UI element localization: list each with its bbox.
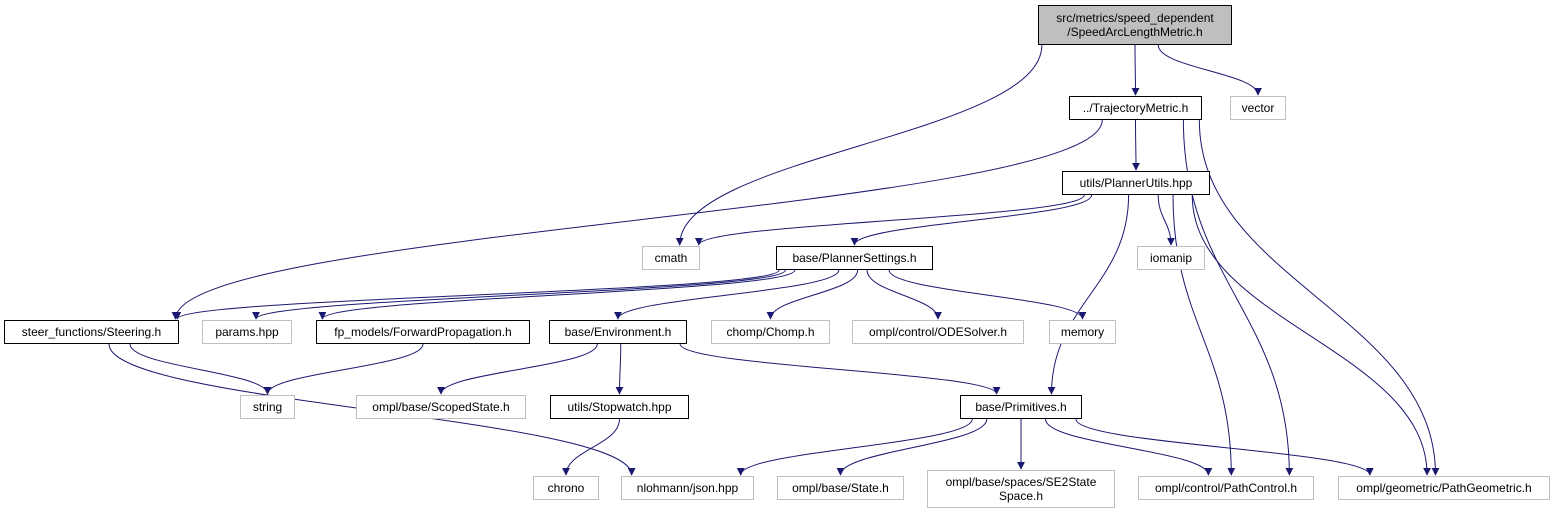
edge-planner-utils-to-path-geometric <box>1191 194 1432 476</box>
node-path-geometric[interactable]: ompl/geometric/PathGeometric.h <box>1338 476 1550 500</box>
edge-environment-to-primitives <box>679 343 1001 395</box>
edge-trajectory-metric-to-planner-utils <box>1131 119 1140 171</box>
node-iomanip[interactable]: iomanip <box>1137 246 1205 270</box>
node-json[interactable]: nlohmann/json.hpp <box>621 476 754 500</box>
node-string[interactable]: string <box>240 395 295 419</box>
edge-steering-to-string <box>129 343 272 395</box>
node-primitives[interactable]: base/Primitives.h <box>960 395 1082 419</box>
edge-environment-to-stopwatch <box>615 343 624 395</box>
edge-primitives-to-json <box>736 418 973 476</box>
node-chrono[interactable]: chrono <box>533 476 599 500</box>
edge-environment-to-scoped-state <box>437 343 598 395</box>
edge-planner-utils-to-cmath <box>694 194 1085 246</box>
node-vector[interactable]: vector <box>1230 96 1286 120</box>
node-trajectory-metric[interactable]: ../TrajectoryMetric.h <box>1069 96 1202 120</box>
node-cmath[interactable]: cmath <box>642 246 700 270</box>
edge-planner-settings-to-memory <box>888 269 1087 320</box>
edge-planner-utils-to-primitives <box>1047 194 1130 395</box>
edge-planner-settings-to-chomp <box>766 269 859 320</box>
edge-trajectory-metric-to-steering <box>171 119 1103 320</box>
edge-primitives-to-state <box>836 418 988 476</box>
edge-trajectory-metric-to-path-geometric <box>1198 119 1440 476</box>
node-params[interactable]: params.hpp <box>202 320 292 344</box>
edge-planner-settings-to-params <box>252 269 786 320</box>
edge-stopwatch-to-chrono <box>562 418 620 476</box>
edge-planner-settings-to-environment <box>614 269 840 320</box>
edge-planner-settings-to-ode-solver <box>866 269 942 320</box>
edge-planner-settings-to-steering <box>173 269 780 320</box>
edge-forward-propagation-to-string <box>263 343 424 395</box>
edge-planner-settings-to-forward-propagation <box>318 269 796 320</box>
edge-root-to-trajectory-metric <box>1131 44 1140 96</box>
node-forward-propagation[interactable]: fp_models/ForwardPropagation.h <box>316 320 530 344</box>
edge-root-to-vector <box>1157 44 1262 96</box>
edge-primitives-to-path-control <box>1044 418 1213 476</box>
node-root[interactable]: src/metrics/speed_dependent /SpeedArcLen… <box>1038 5 1232 45</box>
node-memory[interactable]: memory <box>1049 320 1116 344</box>
edge-planner-utils-to-iomanip <box>1157 194 1175 246</box>
node-stopwatch[interactable]: utils/Stopwatch.hpp <box>550 395 689 419</box>
edge-planner-utils-to-path-control <box>1172 194 1236 476</box>
node-se2-state-space[interactable]: ompl/base/spaces/SE2State Space.h <box>927 470 1115 508</box>
node-ode-solver[interactable]: ompl/control/ODESolver.h <box>852 320 1024 344</box>
node-planner-utils[interactable]: utils/PlannerUtils.hpp <box>1062 171 1210 195</box>
node-scoped-state[interactable]: ompl/base/ScopedState.h <box>356 395 526 419</box>
node-planner-settings[interactable]: base/PlannerSettings.h <box>776 246 933 270</box>
edge-primitives-to-path-geometric <box>1075 418 1374 476</box>
node-chomp[interactable]: chomp/Chomp.h <box>711 320 830 344</box>
node-state[interactable]: ompl/base/State.h <box>777 476 904 500</box>
edge-planner-utils-to-planner-settings <box>850 194 1093 246</box>
edge-root-to-cmath <box>675 44 1043 246</box>
node-steering[interactable]: steer_functions/Steering.h <box>4 320 179 344</box>
node-path-control[interactable]: ompl/control/PathControl.h <box>1138 476 1314 500</box>
node-environment[interactable]: base/Environment.h <box>549 320 687 344</box>
